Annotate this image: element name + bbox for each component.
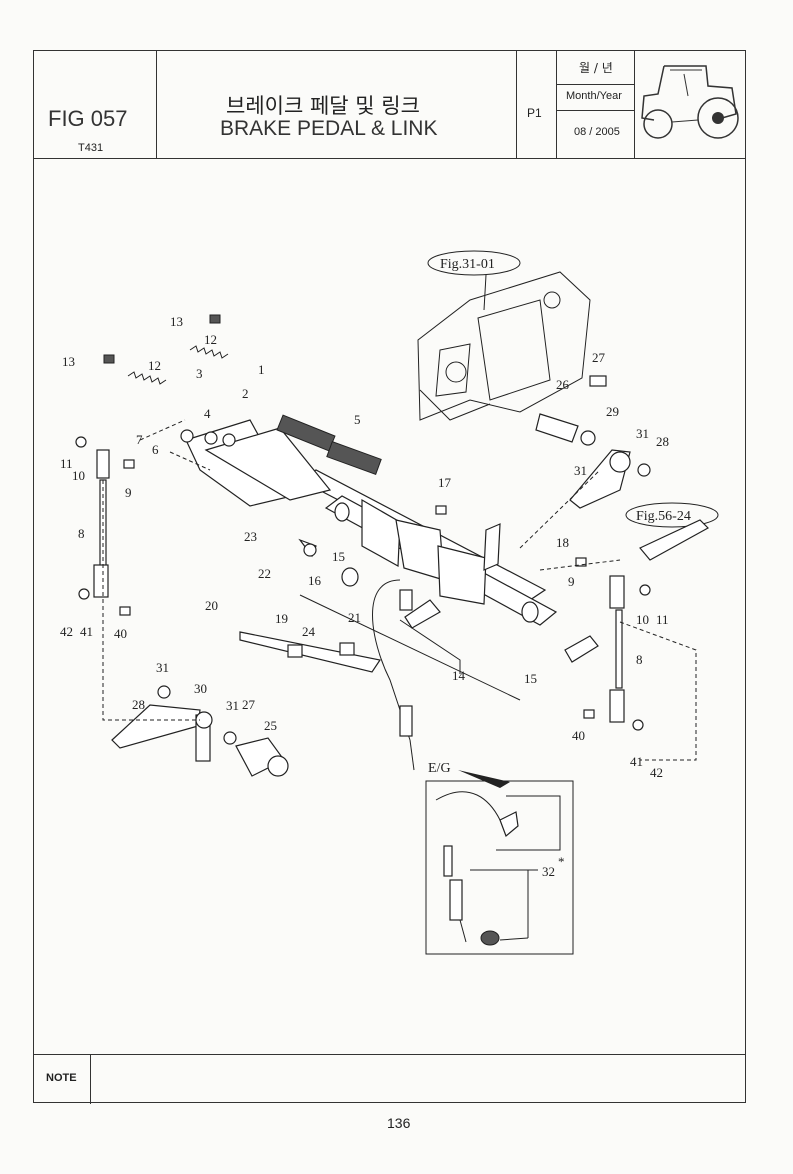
callout-n28a: 28 [656,434,669,449]
note-label: NOTE [46,1072,77,1084]
callout-n10b: 10 [636,612,649,627]
title-korean: 브레이크 페달 및 링크 [226,94,420,118]
left-rod [75,436,135,616]
page-code: P1 [527,106,542,120]
callout-n29: 29 [606,404,619,419]
right-rod [575,557,651,731]
callout-n15a: 15 [332,549,345,564]
callout-n13b: 13 [62,354,75,369]
callout-n23: 23 [244,529,257,544]
callout-n12a: 12 [204,332,217,347]
callout-n1: 1 [258,362,265,377]
springs [103,314,229,385]
callout-n41a: 41 [80,624,93,639]
callout-n3: 3 [196,366,203,381]
callout-n26: 26 [556,377,570,392]
callout-n9b: 9 [568,574,575,589]
callout-n7: 7 [136,432,143,447]
callout-n40a: 40 [114,626,127,641]
fig-31-ref-label: Fig.31-01 [440,257,495,272]
callout-n2: 2 [242,386,249,401]
callout-n31b: 31 [574,463,587,478]
title-english: BRAKE PEDAL & LINK [220,117,438,140]
callout-n27b: 27 [242,697,256,712]
callout-n10a: 10 [72,468,85,483]
callout-n30: 30 [194,681,207,696]
callout-n13a: 13 [170,314,183,329]
center-bracket [239,498,599,673]
fig-id-cell [34,51,157,158]
callout-n9a: 9 [125,485,132,500]
brake-arm-30 [111,685,289,777]
callout-n42a: 42 [60,624,73,639]
date-divider-2 [557,110,635,111]
callout-n5: 5 [354,412,361,427]
callout-n22: 22 [258,566,271,581]
callout-n4: 4 [204,406,211,421]
brake-arm-29 [535,375,709,561]
callout-n31d: 31 [226,698,239,713]
note-row [33,1054,746,1104]
callout-n17: 17 [438,475,452,490]
date-cell [557,51,635,158]
callout-n21: 21 [348,610,361,625]
callout-n31a: 31 [636,426,649,441]
callout-n42b: 42 [650,765,663,780]
fig-56-ref[interactable]: Fig.56-24 [625,502,719,528]
callout-n15b: 15 [524,671,537,686]
callout-n14: 14 [452,668,466,683]
model-code: T431 [78,142,104,154]
callout-n31c: 31 [156,660,169,675]
callout-n11a: 11 [60,456,73,471]
callout-n32: 32 [542,864,555,879]
callout-n18: 18 [556,535,569,550]
header-row [33,50,746,159]
fig-id: FIG 057 [48,106,128,131]
transmission-housing [417,271,591,421]
callout-n19: 19 [275,611,288,626]
callout-n41b: 41 [630,754,643,769]
fig-56-ref-label: Fig.56-24 [636,509,691,524]
callout-n8a: 8 [78,526,85,541]
callout-n28b: 28 [132,697,145,712]
date-label-english: Month/Year [566,90,622,102]
callout-n6: 6 [152,442,159,457]
note-label-cell [33,1055,91,1104]
callout-n40b: 40 [572,728,585,743]
tractor-icon [641,65,739,139]
brake-pedals [180,414,382,507]
page-code-cell [517,51,557,158]
fig-31-ref[interactable]: Fig.31-01 [427,250,521,311]
callout-n11b: 11 [656,612,669,627]
date-value: 08 / 2005 [574,126,620,138]
page-number: 136 [387,1115,411,1131]
callout-n27a: 27 [592,350,606,365]
callout-n12b: 12 [148,358,161,373]
eg-label: E/G [428,761,451,776]
date-divider-1 [557,84,635,85]
callout-n8b: 8 [636,652,643,667]
date-label-korean: 월 / 년 [579,61,613,75]
callout-n25: 25 [264,718,277,733]
callout-n20: 20 [205,598,218,613]
title-cell [157,51,517,158]
engine-cable [372,579,510,788]
callout-n24: 24 [302,624,316,639]
leader-lines [102,419,697,761]
callout-n32star: * [558,854,565,869]
cable-inset [425,780,574,955]
callout-n16: 16 [308,573,322,588]
